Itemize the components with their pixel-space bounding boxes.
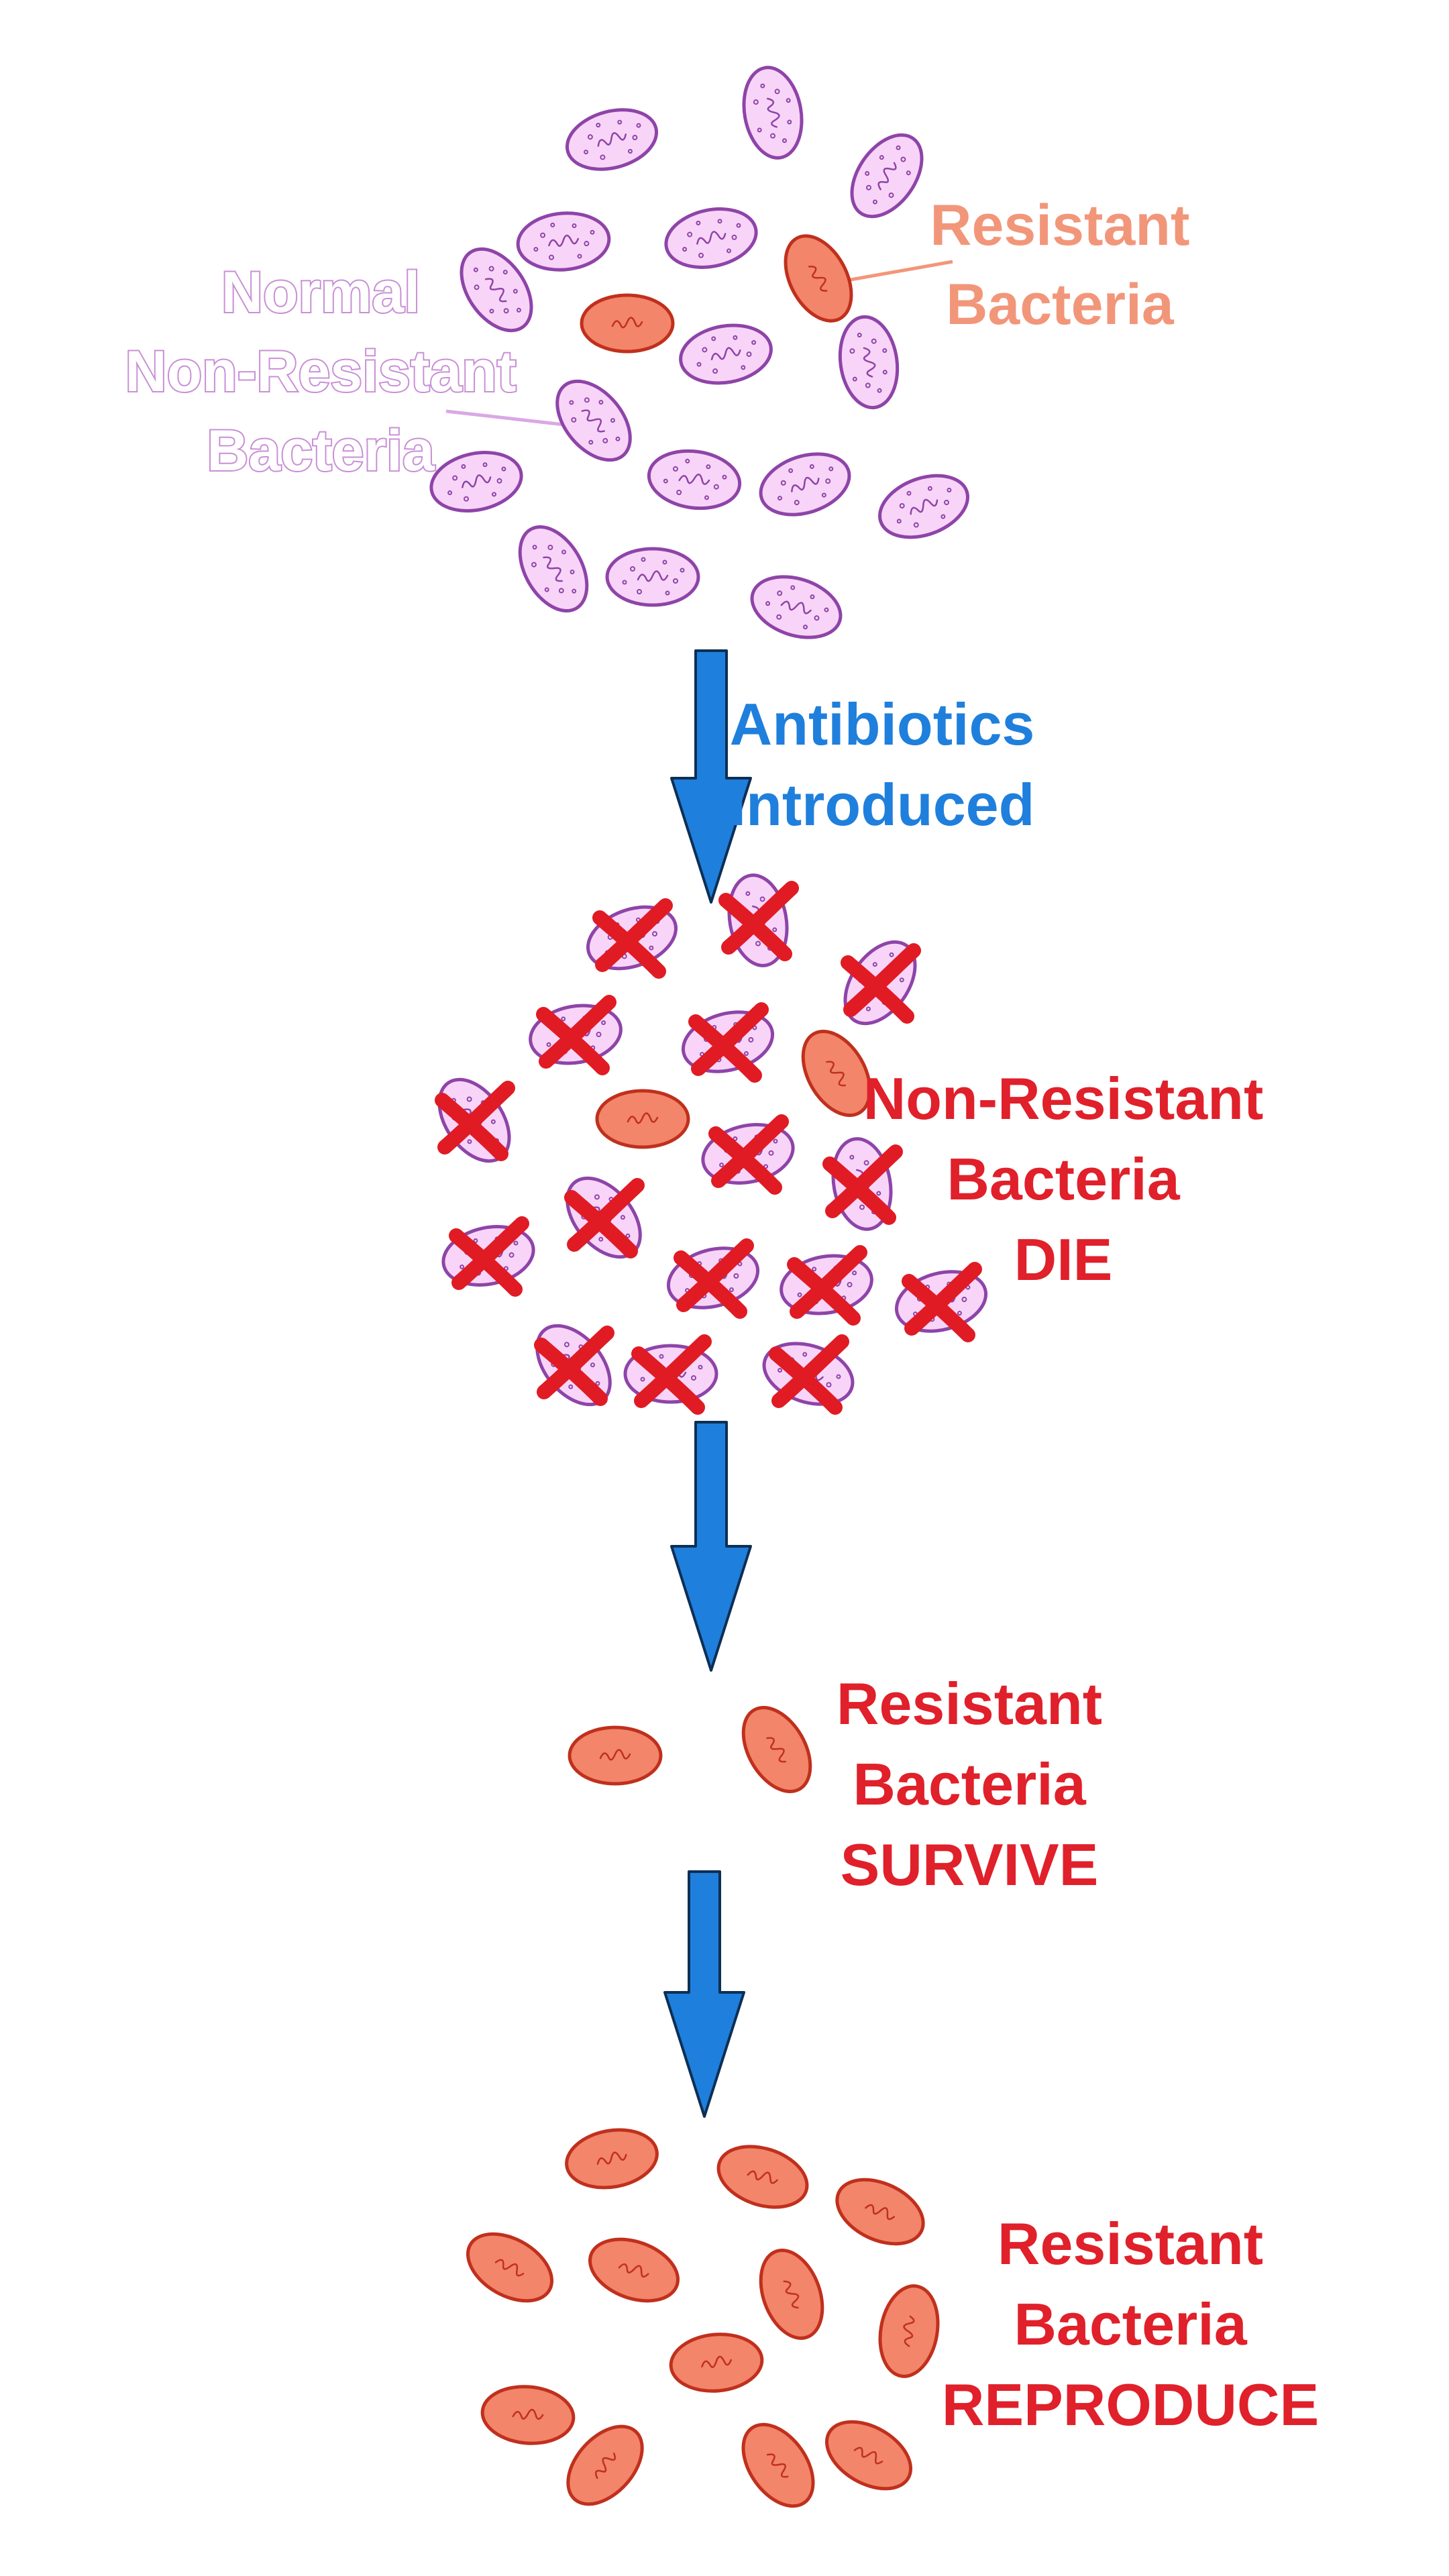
resistant-bacterium-icon	[565, 2128, 659, 2190]
normal-bacterium-icon	[647, 449, 742, 511]
label-resistant-reproduce-line-3: REPRODUCE	[942, 2371, 1319, 2438]
label-resistant-survive-line-2: Bacteria	[853, 1751, 1086, 1817]
dead-bacterium-icon	[718, 873, 799, 967]
resistant-bacterium-icon	[878, 2284, 940, 2378]
label-resistant-reproduce-line-1: Resistant	[998, 2210, 1263, 2277]
resistant-bacterium-icon	[568, 1725, 663, 1786]
resistant-bacterium-icon	[784, 234, 853, 323]
dead-bacterium-icon	[564, 1176, 645, 1259]
pointer-line-normal	[445, 409, 576, 428]
resistant-bacterium-icon	[835, 2178, 925, 2246]
down-arrow-icon	[663, 1870, 745, 2118]
normal-bacterium-icon	[850, 133, 924, 219]
label-resistant-bacteria-line-2: Bacteria	[946, 272, 1175, 337]
dead-bacterium-icon	[441, 1216, 535, 1297]
normal-bacterium-icon	[664, 207, 758, 269]
normal-bacterium-icon	[679, 323, 773, 385]
normal-bacterium-icon	[429, 451, 523, 513]
normal-bacterium-icon	[460, 247, 533, 333]
label-resistant-reproduce-line-2: Bacteria	[1014, 2291, 1247, 2357]
dead-bacterium-icon	[701, 1114, 795, 1195]
dead-bacterium-icon	[435, 1077, 515, 1163]
normal-bacterium-icon	[518, 525, 589, 613]
resistant-bacterium-icon	[588, 2237, 680, 2303]
resistant-bacterium-icon	[716, 2145, 809, 2209]
label-non-resistant-die-line-3: DIE	[1014, 1226, 1113, 1293]
dead-bacterium-icon	[586, 898, 678, 979]
dead-bacterium-icon	[529, 995, 623, 1075]
normal-bacterium-icon	[759, 452, 851, 517]
normal-bacterium-icon	[750, 575, 843, 639]
label-antibiotics-introduced-line-2: Introduced	[730, 771, 1035, 838]
dead-bacterium-icon	[780, 1245, 873, 1326]
down-arrow-icon	[670, 649, 752, 904]
resistant-bacterium-icon	[669, 2332, 764, 2393]
dead-bacterium-icon	[841, 940, 921, 1026]
label-antibiotics-introduced-line-1: Antibiotics	[730, 691, 1035, 757]
normal-bacterium-icon	[605, 547, 700, 607]
resistant-bacterium-icon	[595, 1089, 690, 1149]
resistant-bacterium-icon	[759, 2249, 824, 2340]
dead-bacterium-icon	[534, 1324, 614, 1407]
resistant-bacterium-icon	[580, 293, 675, 354]
dead-bacterium-icon	[822, 1137, 903, 1231]
resistant-bacterium-icon	[801, 1029, 872, 1118]
normal-bacterium-icon	[878, 474, 969, 539]
normal-bacterium-icon	[742, 66, 804, 160]
normal-bacterium-icon	[516, 211, 611, 272]
label-resistant-survive-line-1: Resistant	[837, 1670, 1102, 1737]
label-normal-bacteria-line-3: Bacteria	[207, 419, 435, 483]
label-resistant-bacteria-line-1: Resistant	[930, 193, 1189, 258]
pointer-line-resistant	[846, 260, 953, 282]
label-non-resistant-die-line-1: Non-Resistant	[863, 1065, 1264, 1132]
down-arrow-icon	[670, 1421, 752, 1672]
resistant-bacterium-icon	[741, 1705, 812, 1794]
label-normal-bacteria-line-2: Non-Resistant	[125, 339, 517, 404]
resistant-bacterium-icon	[466, 2232, 554, 2303]
dead-bacterium-icon	[623, 1334, 718, 1415]
resistant-bacterium-icon	[741, 2422, 815, 2508]
dead-bacterium-icon	[762, 1334, 855, 1415]
normal-bacterium-icon	[565, 108, 659, 171]
resistant-bacterium-icon	[480, 2385, 576, 2445]
label-non-resistant-die-line-2: Bacteria	[947, 1146, 1180, 1212]
dead-bacterium-icon	[666, 1238, 760, 1319]
label-resistant-survive-line-3: SURVIVE	[841, 1831, 1099, 1898]
resistant-bacterium-icon	[824, 2420, 913, 2491]
label-normal-bacteria-line-1: Normal	[221, 260, 420, 325]
dead-bacterium-icon	[681, 1002, 775, 1083]
normal-bacterium-icon	[838, 315, 900, 410]
dead-bacterium-icon	[894, 1262, 988, 1342]
normal-bacterium-icon	[555, 379, 632, 462]
resistant-bacterium-icon	[566, 2424, 644, 2506]
